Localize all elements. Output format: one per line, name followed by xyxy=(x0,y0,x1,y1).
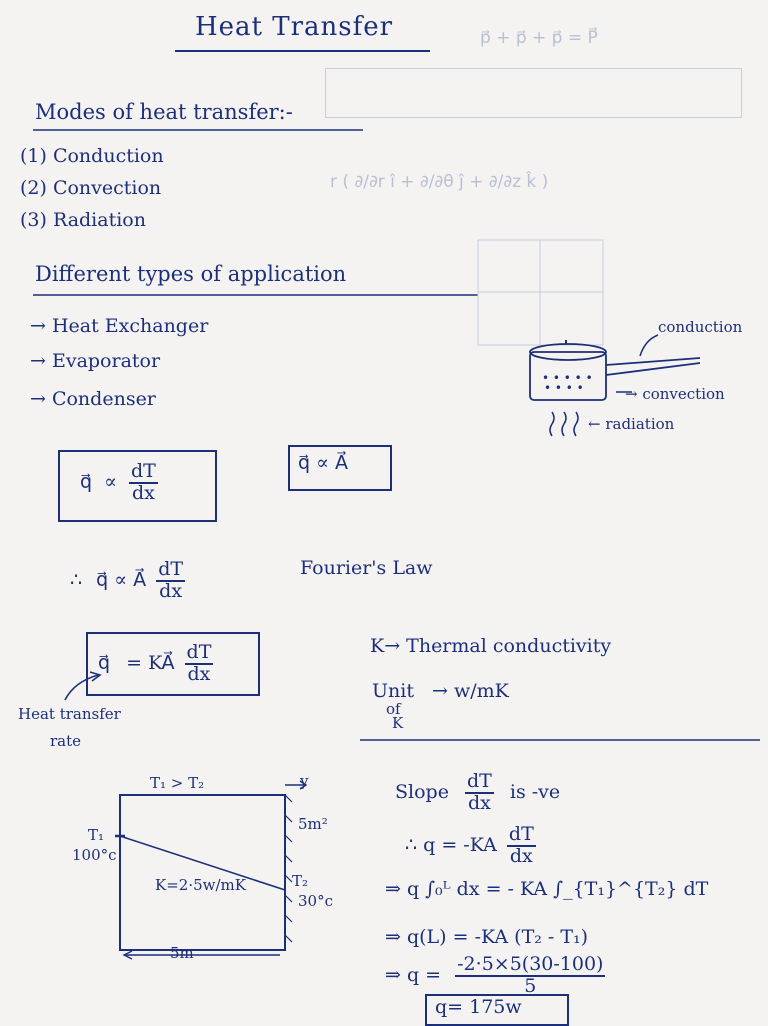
q-vector: q⃗ xyxy=(80,470,93,493)
derivative-dT-dx-3: dT dx xyxy=(184,641,214,685)
proportionality-box-2 xyxy=(288,445,392,491)
fourier-equation-box xyxy=(86,632,260,696)
k-word: K xyxy=(392,714,404,732)
proportionality-expr-1: q⃗ ∝ dT dx xyxy=(80,460,158,504)
application-item-evaporator: → Evaporator xyxy=(30,350,161,372)
bleed-through-text-2: r ( ∂/∂r î + ∂/∂θ ĵ + ∂/∂z k̂ ) xyxy=(330,172,549,192)
frac-numerator: dT xyxy=(465,770,494,794)
solution-step-3: ⇒ q(L) = -KA (T₂ - T₁) xyxy=(385,926,589,948)
title-underline xyxy=(175,50,430,52)
heat-rate-label-2: rate xyxy=(50,732,82,750)
label-radiation: ← radiation xyxy=(588,415,675,433)
modes-heading: Modes of heat transfer:- xyxy=(35,100,293,124)
application-item-heat-exchanger: → Heat Exchanger xyxy=(30,315,209,337)
heat-rate-arrow xyxy=(64,671,102,701)
slope-derivative: dT dx xyxy=(465,770,494,814)
frac-denominator: dx xyxy=(159,579,183,602)
mode-item-conduction: (1) Conduction xyxy=(20,145,164,167)
t1-label: T₁ xyxy=(88,826,105,844)
q-propto-A: q⃗ ∝ A⃗ xyxy=(96,568,147,591)
y-axis-label: y xyxy=(300,772,309,790)
solution-step-4: ⇒ q = -2·5×5(30-100) 5 xyxy=(385,953,606,997)
t2-label: T₂ xyxy=(292,872,309,890)
frac-denominator: dx xyxy=(131,481,155,504)
proportionality-expr-2: q⃗ ∝ A⃗ xyxy=(298,452,348,474)
ka-term: = KA⃗ xyxy=(126,651,175,674)
unit-word: Unit xyxy=(372,680,414,702)
step1-derivative: dT dx xyxy=(506,823,536,867)
section-divider xyxy=(360,739,760,741)
unit-value: → w/mK xyxy=(432,680,509,702)
derivative-dT-dx-2: dT dx xyxy=(156,558,186,602)
wall-diagram xyxy=(115,780,308,960)
step4-fraction: -2·5×5(30-100) 5 xyxy=(455,953,606,997)
applications-heading-underline xyxy=(33,294,478,296)
fourier-law-label: Fourier's Law xyxy=(300,557,433,579)
heat-rate-label-1: Heat transfer xyxy=(18,705,121,723)
step4-prefix: ⇒ q = xyxy=(385,963,442,986)
step1-expr: ∴ q = -KA xyxy=(405,833,497,856)
mode-item-convection: (2) Convection xyxy=(20,177,162,199)
propto-symbol: ∝ xyxy=(104,470,117,493)
bleed-through-text: p⃗ + p⃗ + p⃗ = P⃗ xyxy=(480,28,598,48)
slope-sign: is -ve xyxy=(509,780,561,803)
frac-denominator: 5 xyxy=(524,974,537,997)
frac-denominator: dx xyxy=(187,662,211,685)
area-label: 5m² xyxy=(298,815,328,833)
bleed-through-grid xyxy=(477,239,604,346)
mode-item-radiation: (3) Radiation xyxy=(20,209,146,231)
slope-word: Slope xyxy=(395,780,449,803)
fourier-equation: q⃗ = KA⃗ dT dx xyxy=(98,641,214,685)
k-value: K=2·5w/mK xyxy=(155,876,246,894)
frac-denominator: dx xyxy=(509,844,533,867)
therefore-symbol: ∴ xyxy=(70,568,83,591)
derivative-dT-dx: dT dx xyxy=(129,460,158,504)
slope-statement: Slope dT dx is -ve xyxy=(395,770,561,814)
frac-numerator: -2·5×5(30-100) xyxy=(455,953,606,977)
pot-diagram: • • • • • • • • • xyxy=(529,334,701,437)
proportionality-box-1 xyxy=(58,450,217,522)
combined-expr: ∴ q⃗ ∝ A⃗ dT dx xyxy=(70,558,186,602)
temperature-condition: T₁ > T₂ xyxy=(150,774,205,792)
q-vector: q⃗ xyxy=(98,651,111,674)
svg-text:• • • •: • • • • xyxy=(544,381,584,395)
t2-value: 30°c xyxy=(298,892,333,910)
application-item-condenser: → Condenser xyxy=(30,388,156,410)
modes-heading-underline xyxy=(33,129,363,131)
thickness-label: 5m xyxy=(170,944,194,962)
svg-text:• • • • •: • • • • • xyxy=(542,371,593,385)
frac-numerator: dT xyxy=(156,558,186,582)
applications-heading: Different types of application xyxy=(35,262,347,286)
frac-numerator: dT xyxy=(184,641,214,665)
page-title: Heat Transfer xyxy=(195,12,394,42)
final-answer: q= 175w xyxy=(435,996,522,1018)
k-definition: K→ Thermal conductivity xyxy=(370,635,612,657)
bleed-through-box xyxy=(325,68,742,118)
of-word: of xyxy=(386,700,401,718)
solution-step-2: ⇒ q ∫₀ᴸ dx = - KA ∫_{T₁}^{T₂} dT xyxy=(385,878,709,900)
label-convection: → convection xyxy=(625,385,725,403)
frac-denominator: dx xyxy=(467,791,491,814)
t1-value: 100°c xyxy=(72,846,117,864)
frac-numerator: dT xyxy=(506,823,536,847)
solution-step-1: ∴ q = -KA dT dx xyxy=(405,823,536,867)
label-conduction: conduction xyxy=(658,318,743,336)
frac-numerator: dT xyxy=(129,460,158,484)
